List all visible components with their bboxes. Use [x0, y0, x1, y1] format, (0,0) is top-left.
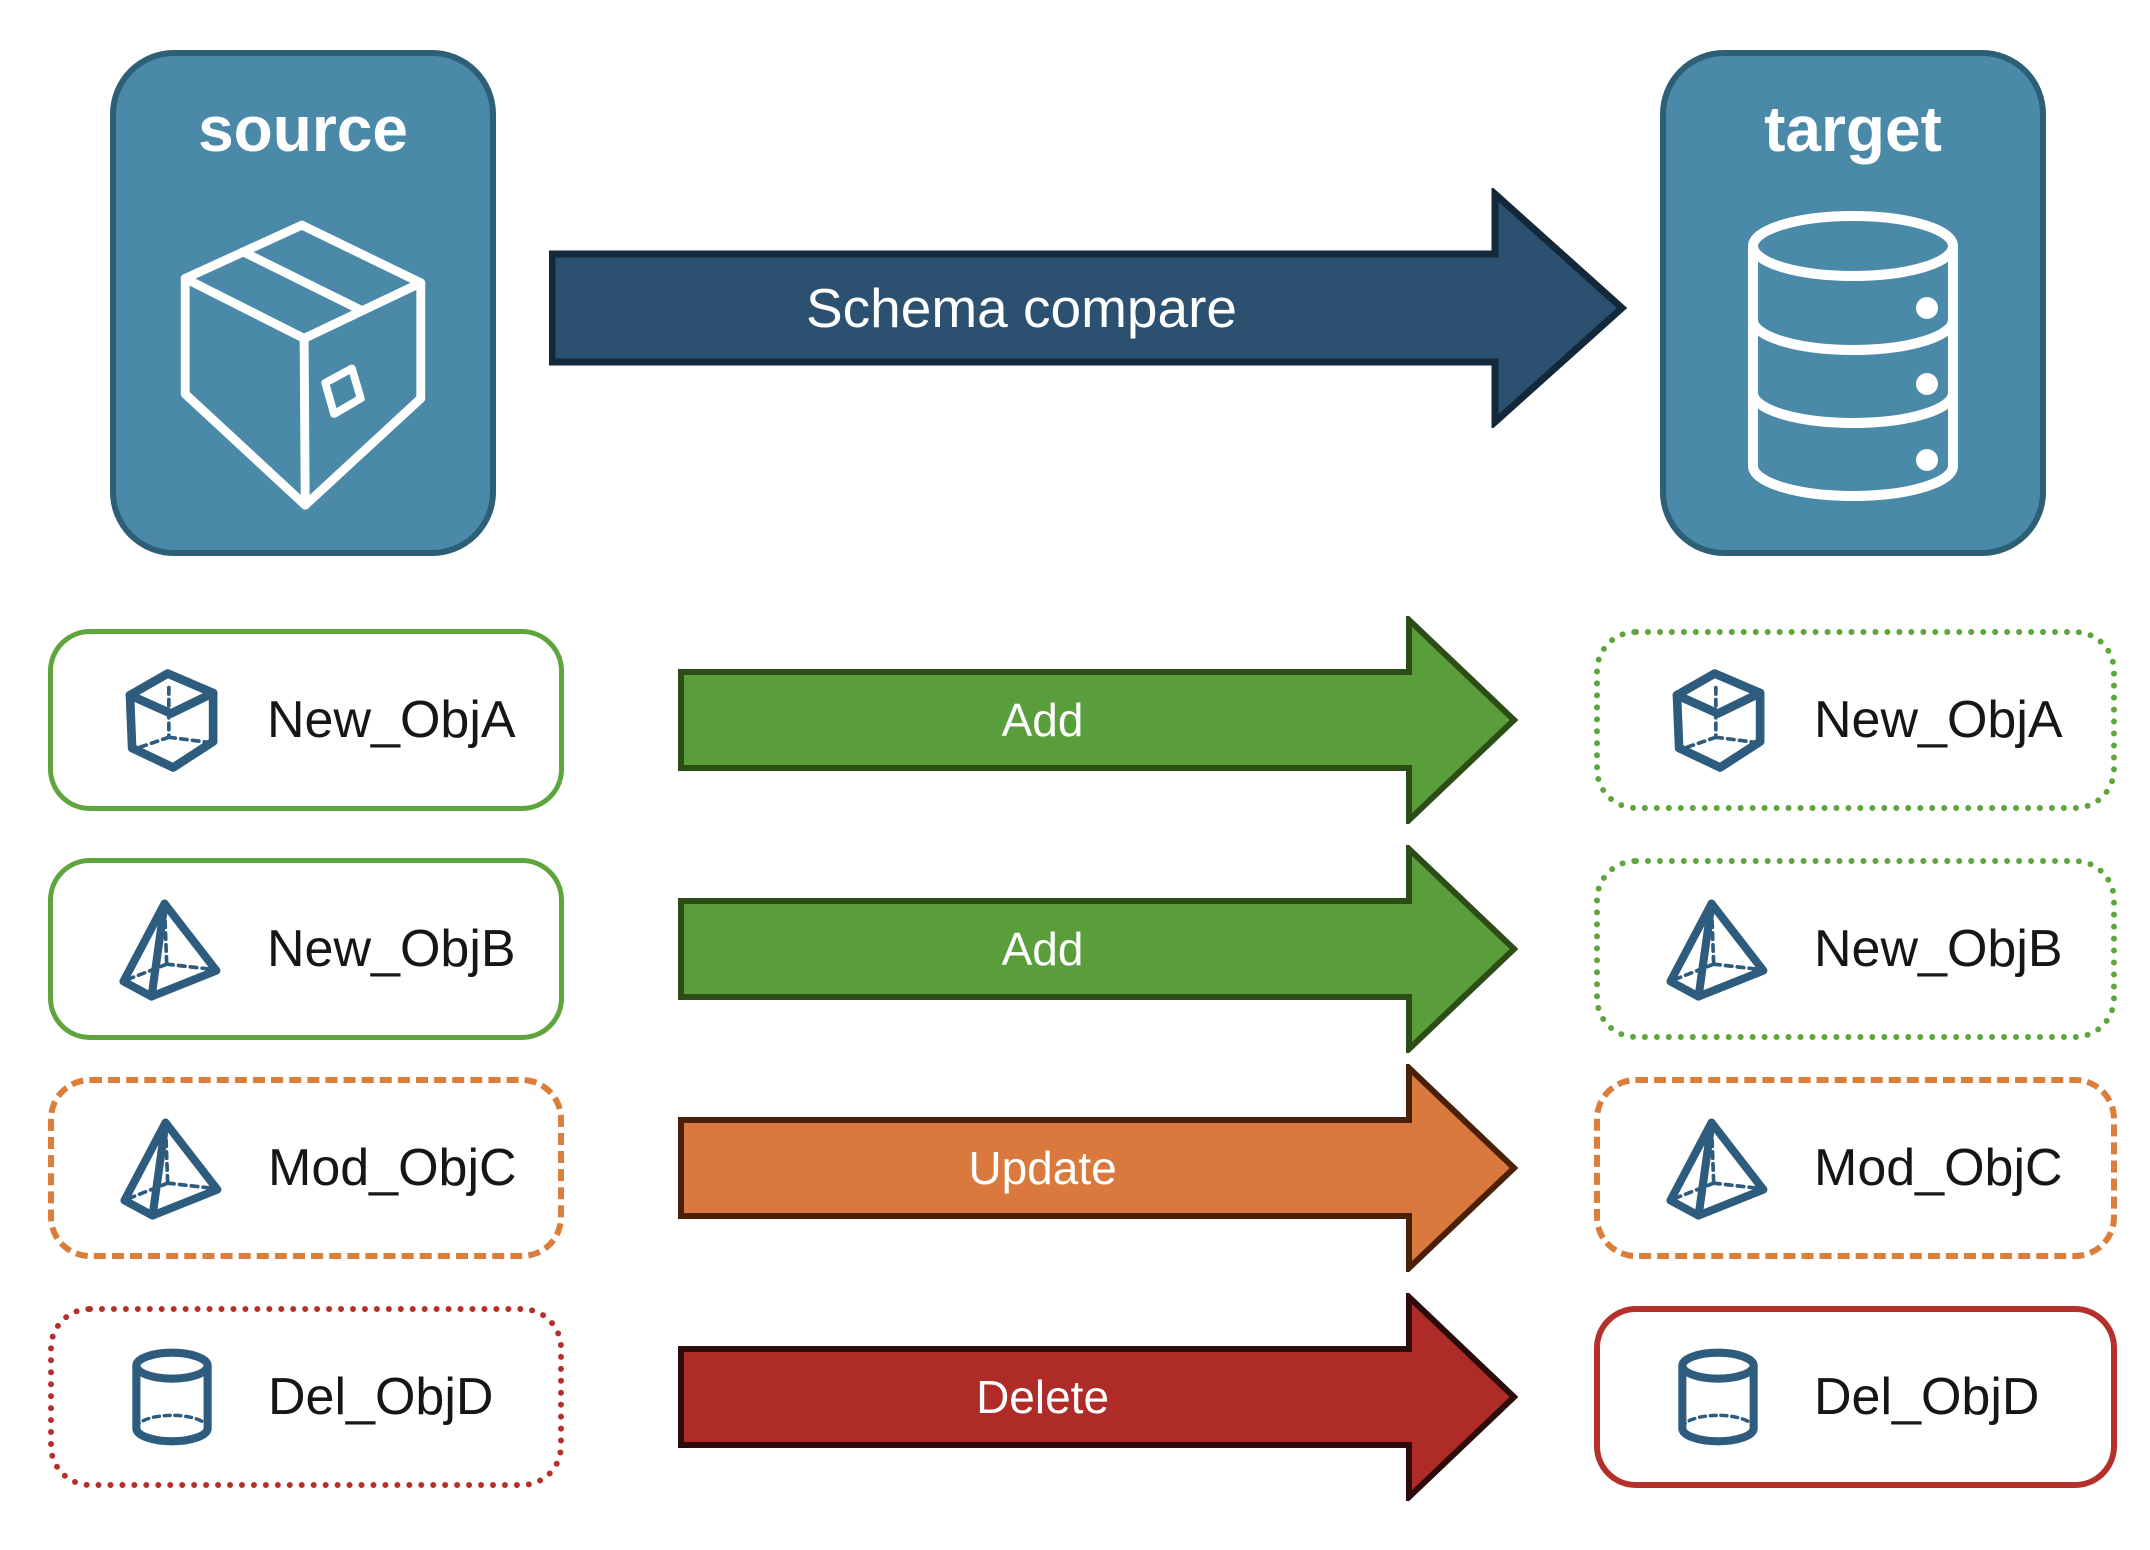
right-arrow-shape — [678, 1293, 1518, 1501]
object-label: New_ObjA — [1814, 691, 2063, 749]
update-arrow-label: Update — [968, 1142, 1117, 1194]
pyramid-icon — [117, 895, 225, 1003]
target-object-card: Del_ObjD — [1594, 1306, 2117, 1488]
add-arrow: Add — [678, 845, 1518, 1053]
source-label: source — [198, 93, 408, 165]
schema-compare-label: Schema compare — [805, 277, 1238, 339]
cylinder-icon — [1664, 1343, 1772, 1451]
source-object-card: Del_ObjD — [48, 1306, 564, 1488]
target-node: target — [1660, 50, 2046, 556]
add-arrow: Add — [678, 616, 1518, 824]
right-arrow-shape — [678, 1064, 1518, 1272]
source-object-card: New_ObjA — [48, 629, 564, 811]
target-label: target — [1764, 93, 1942, 165]
right-arrow-shape — [678, 845, 1518, 1053]
package-icon — [172, 214, 434, 514]
cube-icon — [1664, 666, 1772, 774]
object-label: Mod_ObjC — [1814, 1139, 2063, 1197]
object-label: New_ObjA — [267, 691, 516, 749]
pyramid-icon — [1664, 895, 1772, 1003]
source-node: source — [110, 50, 496, 556]
pyramid-icon — [118, 1114, 226, 1222]
update-arrow: Update — [678, 1064, 1518, 1272]
cylinder-icon — [118, 1343, 226, 1451]
delete-arrow-label: Delete — [976, 1371, 1110, 1423]
target-object-card: Mod_ObjC — [1594, 1077, 2117, 1259]
pyramid-icon — [1664, 1114, 1772, 1222]
right-arrow-shape — [678, 616, 1518, 824]
delete-arrow: Delete — [678, 1293, 1518, 1501]
database-icon — [1740, 208, 1966, 504]
schema-compare-arrow: Schema compare — [549, 188, 1629, 428]
object-label: Mod_ObjC — [268, 1139, 517, 1197]
object-label: New_ObjB — [267, 920, 516, 978]
target-object-card: New_ObjB — [1594, 858, 2117, 1040]
add-arrow-label: Add — [1001, 923, 1084, 975]
target-object-card: New_ObjA — [1594, 629, 2117, 811]
source-object-card: Mod_ObjC — [48, 1077, 564, 1259]
add-arrow-label: Add — [1001, 694, 1084, 746]
object-label: Del_ObjD — [268, 1368, 494, 1426]
object-label: New_ObjB — [1814, 920, 2063, 978]
cube-icon — [117, 666, 225, 774]
object-label: Del_ObjD — [1814, 1368, 2040, 1426]
source-object-card: New_ObjB — [48, 858, 564, 1040]
right-arrow-shape — [549, 188, 1628, 428]
